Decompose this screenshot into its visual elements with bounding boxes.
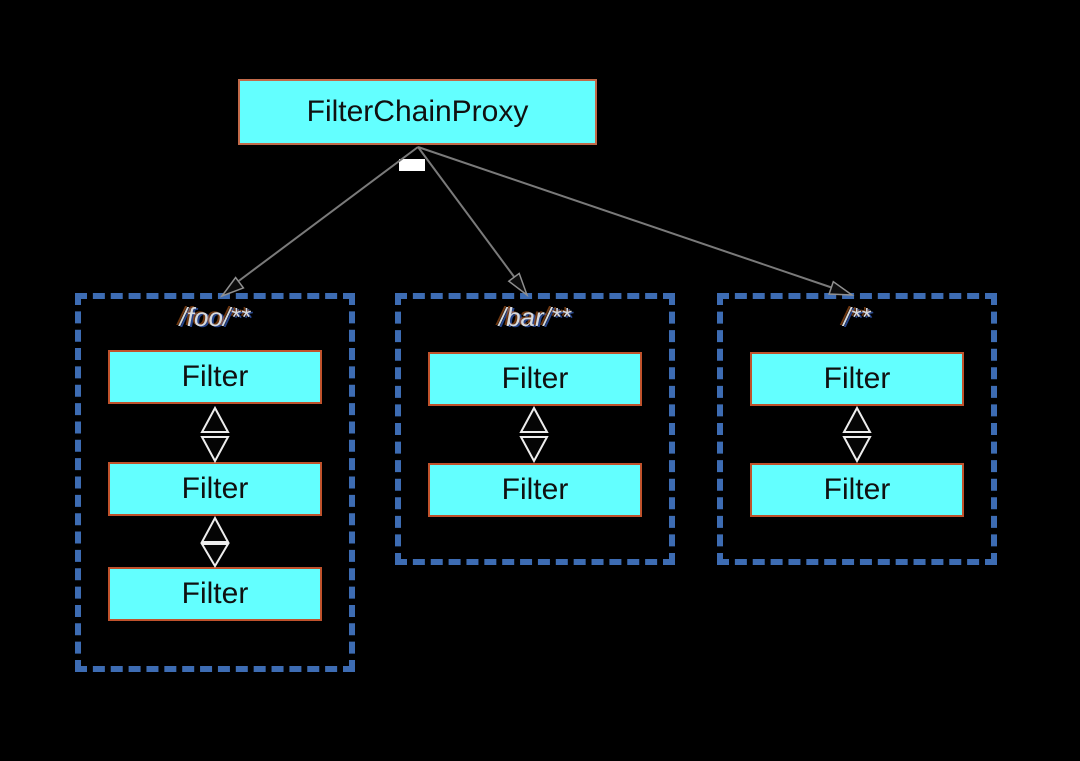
chain-pattern-label: /** [843,302,871,332]
filter-node: Filter [108,350,322,404]
filter-node: Filter [750,352,964,406]
chain-pattern-label: /foo/** [179,302,251,332]
white-patch [399,159,425,171]
filter-node: Filter [428,352,642,406]
connector-line-chain-2 [417,146,516,279]
chain-pattern-label: /bar/** [498,302,572,332]
filter-node: Filter [108,462,322,516]
arrowhead-icon-chain-2 [507,272,529,298]
connector-line-chain-1 [235,146,419,284]
filter-chain-foo: /foo/** Filter Filter Filter [75,293,355,672]
filter-node: Filter [750,463,964,517]
filter-chain-proxy-box: FilterChainProxy [238,79,597,145]
connector-line-chain-3 [417,146,834,289]
filter-chain-bar: /bar/** Filter Filter [395,293,675,565]
filter-node: Filter [428,463,642,517]
filter-node: Filter [108,567,322,621]
filter-chain-catchall: /** Filter Filter [717,293,997,565]
